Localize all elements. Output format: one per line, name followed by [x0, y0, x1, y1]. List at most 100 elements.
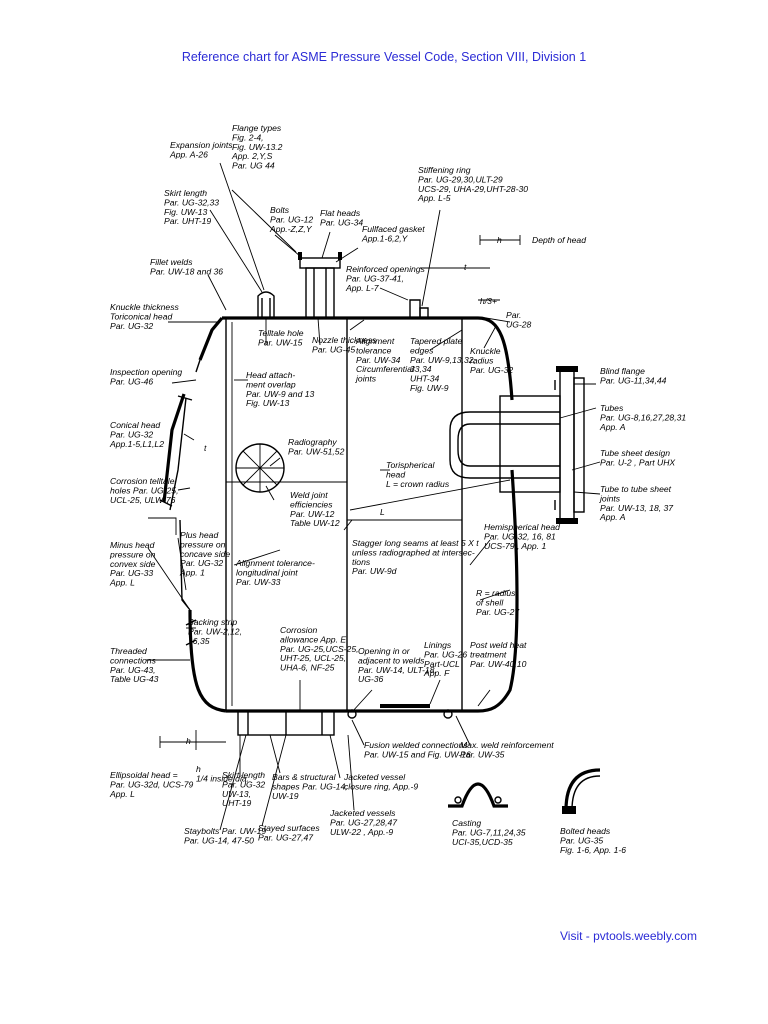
- label-line: Fig. UW-13: [164, 207, 208, 217]
- label-line: Par. UW-35: [460, 749, 505, 759]
- label-line: Par. UG-27,28,47: [330, 817, 398, 827]
- label-line: Par. UW-51,52: [288, 446, 345, 456]
- label-line: connections: [110, 655, 157, 665]
- label-line: treatment: [470, 649, 507, 659]
- label-line: Staybolts Par. UW-19: [184, 826, 266, 836]
- label-line: t: [464, 262, 467, 272]
- label-line: Par. UG 44: [232, 161, 275, 171]
- label-line: h: [186, 736, 191, 746]
- label-line: Par. UW-14, ULT-18,: [358, 665, 437, 675]
- label-line: tolerance: [356, 345, 392, 355]
- label-par-ug-28: Par.UG-28: [506, 310, 532, 329]
- label-line: Telltale hole: [258, 328, 304, 338]
- label-line: Par. UG-32: [110, 429, 153, 439]
- bolted-heads-figure: [562, 768, 601, 814]
- label-line: 16,35: [188, 636, 210, 646]
- label-line: Par. UG-12: [270, 214, 313, 224]
- label-line: Radiography: [288, 437, 337, 447]
- label-line: App. L: [109, 578, 135, 588]
- label-line: pressure on: [179, 539, 226, 549]
- label-line: Blind flange: [600, 366, 645, 376]
- label-line: Par. UG-29,30,ULT-29: [418, 174, 503, 184]
- label-line: Par. UW-40,10: [470, 659, 527, 669]
- label-line: joints: [599, 493, 621, 503]
- label-line: L: [380, 507, 385, 517]
- leader-lines: [146, 162, 601, 831]
- label-line: Jacketed vessels: [329, 808, 396, 818]
- label-line: Par. UG-45: [312, 344, 355, 354]
- label-line: Par. UG-27: [476, 607, 520, 617]
- label-line: UW-13,: [222, 789, 251, 799]
- label-line: efficiencies: [290, 499, 333, 509]
- label-line: h: [196, 764, 201, 774]
- label-line: h/3+: [480, 296, 497, 306]
- label-line: Corrosion: [280, 625, 317, 635]
- label-line: Head attach-: [246, 370, 295, 380]
- label-line: Part-UCL: [424, 659, 460, 669]
- label-line: Conical head: [110, 420, 160, 430]
- tube-bundle: [449, 366, 585, 524]
- label-line: Fillet welds: [150, 257, 193, 267]
- footer-link[interactable]: Visit - pvtools.weebly.com: [560, 929, 697, 943]
- label-line: Par. UG-43,: [110, 665, 156, 675]
- label-line: Par. UG-14, 47-50: [184, 835, 254, 845]
- label-line: Fig. UW-13: [246, 398, 290, 408]
- label-line: Torispherical: [386, 460, 435, 470]
- label-line: Par. UG-34: [320, 217, 363, 227]
- label-line: Par. UG-32d, UCS-79: [110, 779, 193, 789]
- label-line: Par. UW-9d: [352, 566, 397, 576]
- label-dim-t2: t: [204, 443, 207, 453]
- label-line: t: [204, 443, 207, 453]
- casting-figure: [448, 782, 508, 808]
- label-line: Par. UW-2,12,: [188, 626, 242, 636]
- label-line: Par. UG-7,11,24,35: [452, 827, 526, 837]
- label-line: Ellipsoidal head =: [110, 770, 178, 780]
- label-dim-h-top: h: [497, 235, 502, 245]
- label-line: Par. UG-46: [110, 376, 153, 386]
- label-line: Par. UW-15 and Fig. UW-16: [364, 749, 471, 759]
- label-line: Expansion joints: [170, 140, 233, 150]
- label-line: Par. UW-9,13,32,: [410, 355, 476, 365]
- label-line: Table UG-43: [110, 674, 159, 684]
- label-line: Fig. 2-4,: [232, 132, 264, 142]
- label-line: Par. U-2 , Part UHX: [600, 457, 675, 467]
- label-line: Tubes: [600, 403, 624, 413]
- label-line: App. L-7: [345, 283, 380, 293]
- label-dim-l: L: [380, 507, 385, 517]
- label-line: Alignment: [355, 336, 395, 346]
- label-line: Backing strip: [188, 617, 237, 627]
- label-line: allowance App. E: [280, 634, 346, 644]
- label-line: Flange types: [232, 123, 282, 133]
- label-line: edges: [410, 345, 434, 355]
- label-line: Tube to tube sheet: [600, 484, 672, 494]
- label-line: Weld joint: [290, 490, 328, 500]
- label-line: Par. UW-15: [258, 337, 303, 347]
- label-line: Depth of head: [532, 235, 586, 245]
- label-line: UG-28: [506, 319, 532, 329]
- label-line: App. A: [599, 422, 626, 432]
- label-line: Par. UG-33: [110, 568, 153, 578]
- label-line: UCI-35,UCD-35: [452, 837, 513, 847]
